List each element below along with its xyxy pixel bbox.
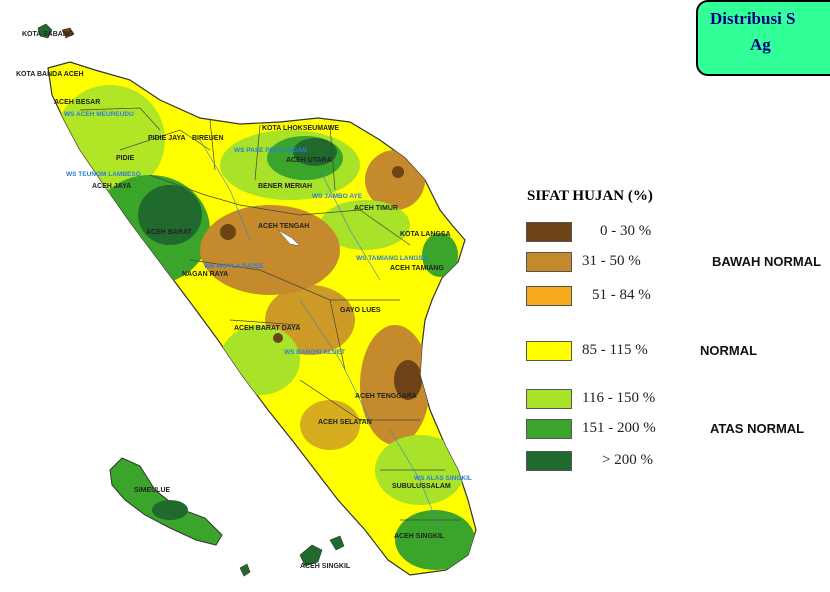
region-label: KOTA LANGSA <box>400 231 451 238</box>
map-title-line-2: Ag <box>750 35 771 54</box>
district-boundaries <box>79 107 460 521</box>
legend-swatch <box>526 252 572 272</box>
legend-swatch <box>526 286 572 306</box>
region-label: KOTA BANDA ACEH <box>16 71 84 78</box>
river-basin-label: WS TAMIANG LANGSA <box>356 255 428 262</box>
region-label: SIMEULUE <box>134 487 171 494</box>
region-label: ACEH TAMIANG <box>390 265 444 272</box>
aceh-mainland <box>47 61 477 576</box>
zone-brown-central <box>200 205 340 295</box>
region-label: ACEH TENGGARA <box>355 393 417 400</box>
zone-darkbrown-southeast <box>394 360 422 400</box>
zone-green-tamiang <box>422 233 458 277</box>
river-basin-label: WS PASE PEUSANGAN <box>234 147 307 154</box>
simeulue-island <box>109 457 223 546</box>
zone-green-coast <box>220 325 300 395</box>
legend-row: 116 - 150 % <box>526 389 830 411</box>
lake-laut-tawar <box>277 229 301 247</box>
region-label: ACEH BESAR <box>54 99 100 106</box>
region-label: ACEH SELATAN <box>318 419 372 426</box>
region-label: PIDIE JAYA <box>148 135 186 142</box>
zone-green-east <box>320 200 410 250</box>
legend-row: 31 - 50 % <box>526 252 830 274</box>
zone-darkbrown-spot-1 <box>220 224 236 240</box>
legend-swatch <box>526 389 572 409</box>
river-basin-label: WS ACEH MEUREUDU <box>64 111 134 118</box>
map-title-line-1: Distribusi S <box>710 9 796 28</box>
region-label: KOTA SABANG <box>22 31 74 38</box>
legend-range: 51 - 84 % <box>592 287 651 303</box>
legend-swatch <box>526 451 572 471</box>
legend-swatch <box>526 341 572 361</box>
legend-swatch <box>526 222 572 242</box>
region-label: ACEH TIMUR <box>354 205 398 212</box>
river-basin-label: WS WOYLA BATEE <box>204 263 264 270</box>
legend-range: 0 - 30 % <box>600 223 652 239</box>
map-title-box: Distribusi S Ag <box>696 0 830 76</box>
river-basin-label: WS TEUNOM LAMBESO <box>66 171 141 178</box>
region-label: SUBULUSSALAM <box>392 483 451 490</box>
zone-darkgreen-west <box>138 185 202 245</box>
legend-range: 31 - 50 % <box>582 253 641 269</box>
region-label: ACEH SINGKIL <box>300 563 351 570</box>
rivers <box>199 139 441 531</box>
legend-category: NORMAL <box>700 343 758 358</box>
region-label: BIREUEN <box>192 135 224 142</box>
legend-title: SIFAT HUJAN (%) <box>527 188 653 204</box>
legend-range: > 200 % <box>602 452 653 468</box>
zone-brown-northeast <box>365 150 425 210</box>
banyak-islands <box>239 535 345 577</box>
sabang-island <box>37 23 75 39</box>
zone-darkbrown-spot-2 <box>273 333 283 343</box>
legend-category: ATAS NORMAL <box>710 421 805 436</box>
legend-range: 116 - 150 % <box>582 390 656 406</box>
region-label: ACEH SINGKIL <box>394 533 445 540</box>
legend-row: 151 - 200 % <box>526 419 830 441</box>
region-label: ACEH UTARA <box>286 157 332 164</box>
region-label: ACEH JAYA <box>92 183 131 190</box>
legend-category: BAWAH NORMAL <box>712 254 822 269</box>
region-label: KOTA LHOKSEUMAWE <box>262 125 339 132</box>
zone-brown-gayo <box>300 400 360 450</box>
river-basin-label: WS ALAS SINGKIL <box>414 475 472 482</box>
legend-row: > 200 % <box>526 451 830 473</box>
legend-row: 85 - 115 % <box>526 341 830 363</box>
zone-darkgreen-north-core <box>293 138 337 166</box>
legend-row: 0 - 30 % <box>526 222 830 244</box>
region-label: ACEH TENGAH <box>258 223 309 230</box>
river-basin-label: WS JAMBO AYE <box>312 193 363 200</box>
legend-range: 85 - 115 % <box>582 342 648 358</box>
legend-row: 51 - 84 % <box>526 286 830 308</box>
region-label: BENER MERIAH <box>258 183 312 190</box>
region-label: GAYO LUES <box>340 307 381 314</box>
legend-range: 151 - 200 % <box>582 420 656 436</box>
legend-swatch <box>526 419 572 439</box>
zone-green-singkil <box>395 510 475 570</box>
region-label: ACEH BARAT <box>146 229 192 236</box>
region-label: NAGAN RAYA <box>182 271 228 278</box>
zone-darkbrown-spot-3 <box>392 166 404 178</box>
region-label: ACEH BARAT DAYA <box>234 325 300 332</box>
river-basin-label: WS BAROSI KLUET <box>284 349 345 356</box>
river-basin-labels: WS ACEH MEUREUDU WS PASE PEUSANGAN WS TEUN… <box>64 111 472 482</box>
region-labels: KOTA SABANG KOTA BANDA ACEH ACEH BESAR PIDI… <box>16 31 451 570</box>
region-label: PIDIE <box>116 155 135 162</box>
